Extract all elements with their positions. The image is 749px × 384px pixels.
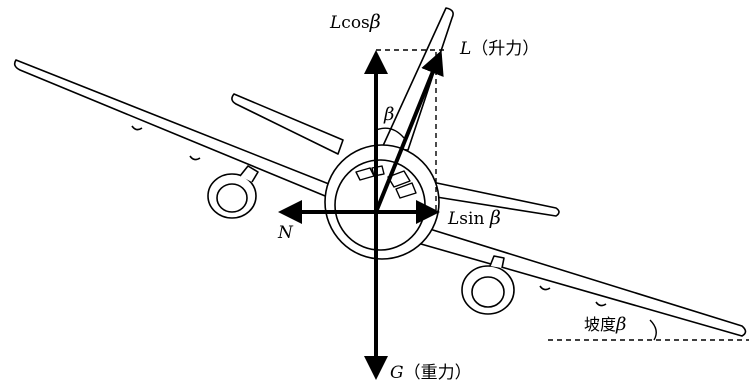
bank-angle-arc [649, 319, 657, 341]
cockpit-windows [355, 165, 417, 199]
construction-lines [376, 49, 749, 341]
tail-fin [381, 7, 454, 151]
bank-angle-label: 坡度β [584, 314, 626, 335]
right-stabilizer [429, 181, 560, 217]
lift-arrow [374, 50, 444, 213]
gravity-label: G（重力） [390, 363, 472, 383]
lift-label: L（升力） [459, 39, 539, 59]
airplane [13, 7, 747, 337]
left-wing [13, 59, 335, 199]
normal-label: N [277, 223, 294, 243]
force-vectors [278, 50, 444, 380]
lift-vertical-label: Lcosβ [329, 11, 381, 33]
left-engine [207, 165, 259, 219]
left-stabilizer [231, 93, 344, 155]
beta-arc-lift [375, 127, 405, 139]
right-wing [413, 225, 747, 337]
beta-angle-label: β [383, 104, 394, 125]
right-engine [461, 255, 515, 315]
lift-horizontal-label: Lsin β [447, 207, 501, 229]
